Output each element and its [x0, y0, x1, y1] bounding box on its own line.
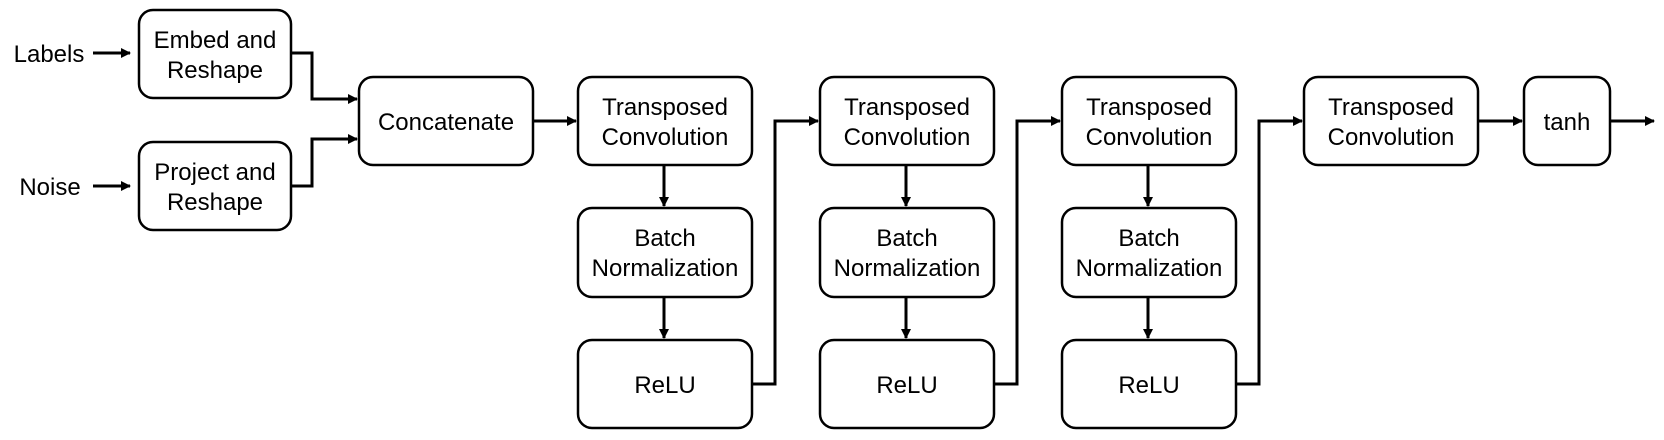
noise-text: Noise — [19, 174, 80, 201]
relu2-node: ReLU — [818, 338, 996, 430]
bn3-node: Batch Normalization — [1060, 206, 1238, 299]
edge-relu3-to-tconv4 — [1236, 116, 1303, 386]
bn1-line2: Normalization — [592, 255, 739, 282]
tconv1-node: Transposed Convolution — [576, 75, 754, 167]
embed-reshape-node: Embed and Reshape — [137, 8, 293, 100]
bn3-line1: Batch — [1118, 225, 1179, 252]
embed-reshape-line1: Embed and — [154, 27, 277, 54]
tanh-node: tanh — [1522, 75, 1612, 167]
input-labels-label: Labels — [14, 41, 85, 68]
concatenate-node: Concatenate — [357, 75, 535, 167]
tconv1-line1: Transposed — [602, 94, 728, 121]
bn1-node: Batch Normalization — [576, 206, 754, 299]
edges — [93, 48, 1655, 386]
bn2-line1: Batch — [876, 225, 937, 252]
edge-relu2-to-tconv3 — [994, 116, 1061, 386]
relu1-text: ReLU — [634, 372, 695, 399]
tconv2-node: Transposed Convolution — [818, 75, 996, 167]
relu2-text: ReLU — [876, 372, 937, 399]
tconv4-node: Transposed Convolution — [1302, 75, 1480, 167]
bn2-node: Batch Normalization — [818, 206, 996, 299]
embed-reshape-line2: Reshape — [167, 57, 263, 84]
edge-relu1-to-tconv2 — [752, 116, 819, 386]
edge-embed-to-concatenate — [291, 51, 358, 104]
tconv4-line2: Convolution — [1328, 124, 1455, 151]
input-noise-label: Noise — [19, 174, 80, 201]
tconv3-line1: Transposed — [1086, 94, 1212, 121]
project-reshape-line1: Project and — [154, 159, 275, 186]
project-reshape-line2: Reshape — [167, 189, 263, 216]
tanh-text: tanh — [1544, 109, 1591, 136]
tconv3-line2: Convolution — [1086, 124, 1213, 151]
tconv2-line1: Transposed — [844, 94, 970, 121]
tconv1-line2: Convolution — [602, 124, 729, 151]
relu3-text: ReLU — [1118, 372, 1179, 399]
concatenate-text: Concatenate — [378, 109, 514, 136]
edge-project-to-concatenate — [291, 134, 358, 188]
project-reshape-node: Project and Reshape — [137, 140, 293, 232]
bn1-line1: Batch — [634, 225, 695, 252]
bn2-line2: Normalization — [834, 255, 981, 282]
tconv4-line1: Transposed — [1328, 94, 1454, 121]
relu3-node: ReLU — [1060, 338, 1238, 430]
labels-text: Labels — [14, 41, 85, 68]
tconv3-node: Transposed Convolution — [1060, 75, 1238, 167]
tconv2-line2: Convolution — [844, 124, 971, 151]
bn3-line2: Normalization — [1076, 255, 1223, 282]
relu1-node: ReLU — [576, 338, 754, 430]
